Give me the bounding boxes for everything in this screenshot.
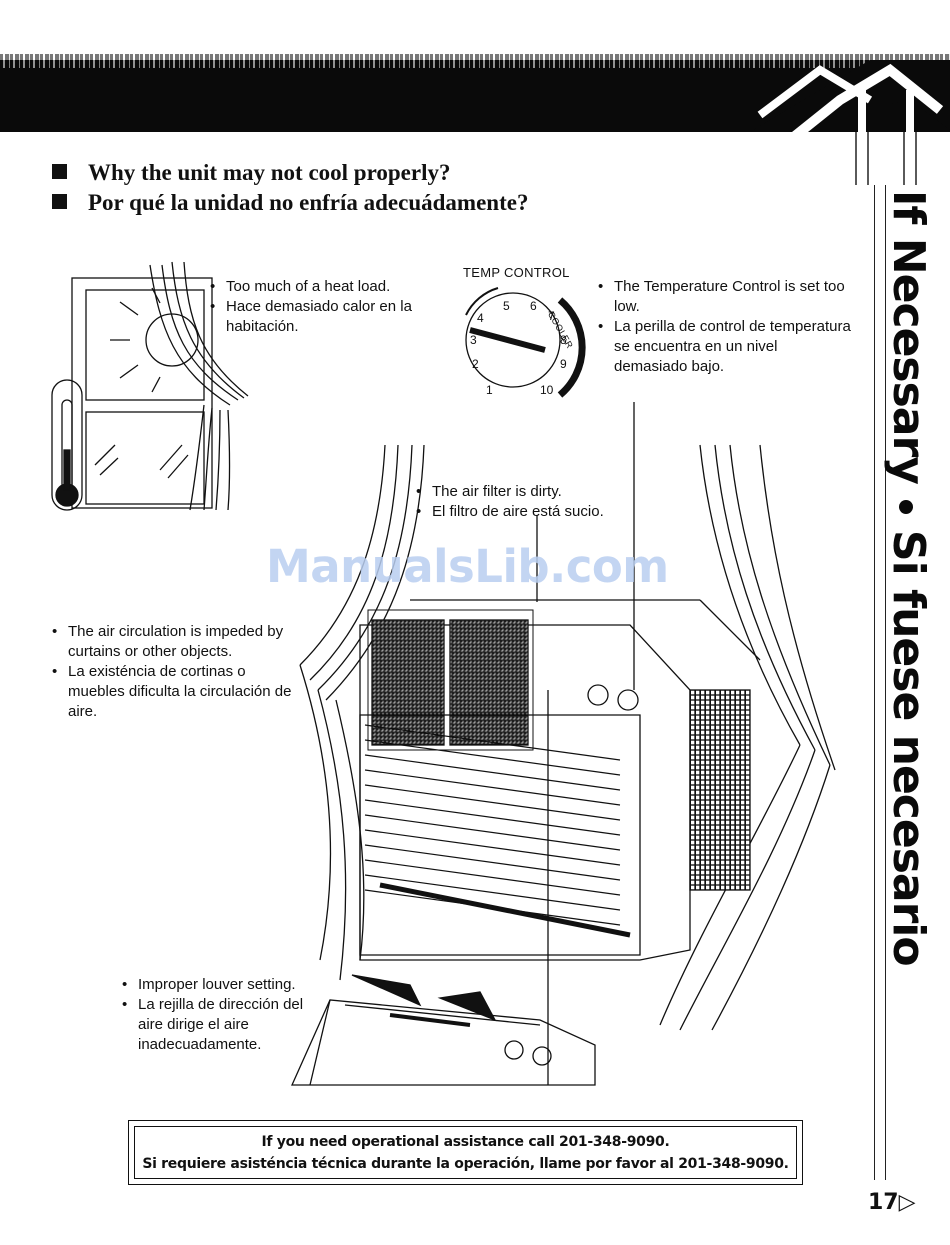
header-texture: [0, 54, 950, 68]
page-number: 17▷: [868, 1190, 916, 1215]
square-bullet-icon: [52, 164, 67, 179]
dial-number: 7: [548, 309, 555, 323]
note-text-es: La existéncia de cortinas o muebles difi…: [48, 662, 298, 722]
note-text-es: Hace demasiado calor en la habitación.: [206, 297, 436, 337]
note-text-es: La perilla de control de temperatura se …: [594, 317, 854, 377]
dial-number: 6: [530, 299, 537, 313]
louver-closeup-icon: [290, 974, 596, 1086]
help-text-en: If you need operational assistance call …: [261, 1133, 670, 1150]
note-text-en: The air circulation is impeded by curtai…: [48, 622, 298, 662]
dial-number: 1: [486, 383, 493, 397]
dial-number: 3: [470, 333, 477, 347]
note-text-en: The Temperature Control is set too low.: [594, 277, 854, 317]
help-text-es: Si requiere asisténcia técnica durante l…: [142, 1155, 789, 1172]
curtain-left-icon: [149, 261, 249, 511]
thermometer-icon: [51, 379, 83, 511]
note-louver: Improper louver setting. La rejilla de d…: [118, 975, 318, 1055]
dial-number: 4: [477, 311, 484, 325]
note-circulation: The air circulation is impeded by curtai…: [48, 622, 298, 722]
heading-en: Why the unit may not cool properly?: [52, 160, 450, 186]
note-heat-load: Too much of a heat load. Hace demasiado …: [206, 277, 436, 337]
note-temp-control: The Temperature Control is set too low. …: [594, 277, 854, 377]
dial-number: 10: [540, 383, 554, 397]
note-filter: The air filter is dirty. El filtro de ai…: [412, 482, 642, 522]
ac-unit-icon: [359, 609, 751, 961]
dial-number: 8: [560, 333, 567, 347]
side-rail: [874, 185, 886, 1180]
note-text-es: El filtro de aire está sucio.: [412, 502, 642, 522]
arrow-logo-icon: [750, 60, 950, 185]
dial-number: 9: [560, 357, 567, 371]
dial-number: 2: [472, 357, 479, 371]
page-arrow-icon: ▷: [898, 1190, 916, 1215]
note-text-en: Too much of a heat load.: [206, 277, 436, 297]
heading-es: Por qué la unidad no enfría adecuádament…: [52, 190, 528, 216]
temp-dial-icon: [465, 287, 586, 398]
square-bullet-icon: [52, 194, 67, 209]
note-text-es: La rejilla de dirección del aire dirige …: [118, 995, 318, 1055]
window-sun-icon: [71, 277, 213, 509]
dial-label: TEMP CONTROL: [463, 265, 570, 280]
note-text-en: Improper louver setting.: [118, 975, 318, 995]
watermark: ManualsLib.com: [266, 540, 669, 593]
dial-number: 5: [503, 299, 510, 313]
note-text-en: The air filter is dirty.: [412, 482, 642, 502]
help-box: If you need operational assistance call …: [128, 1120, 803, 1185]
